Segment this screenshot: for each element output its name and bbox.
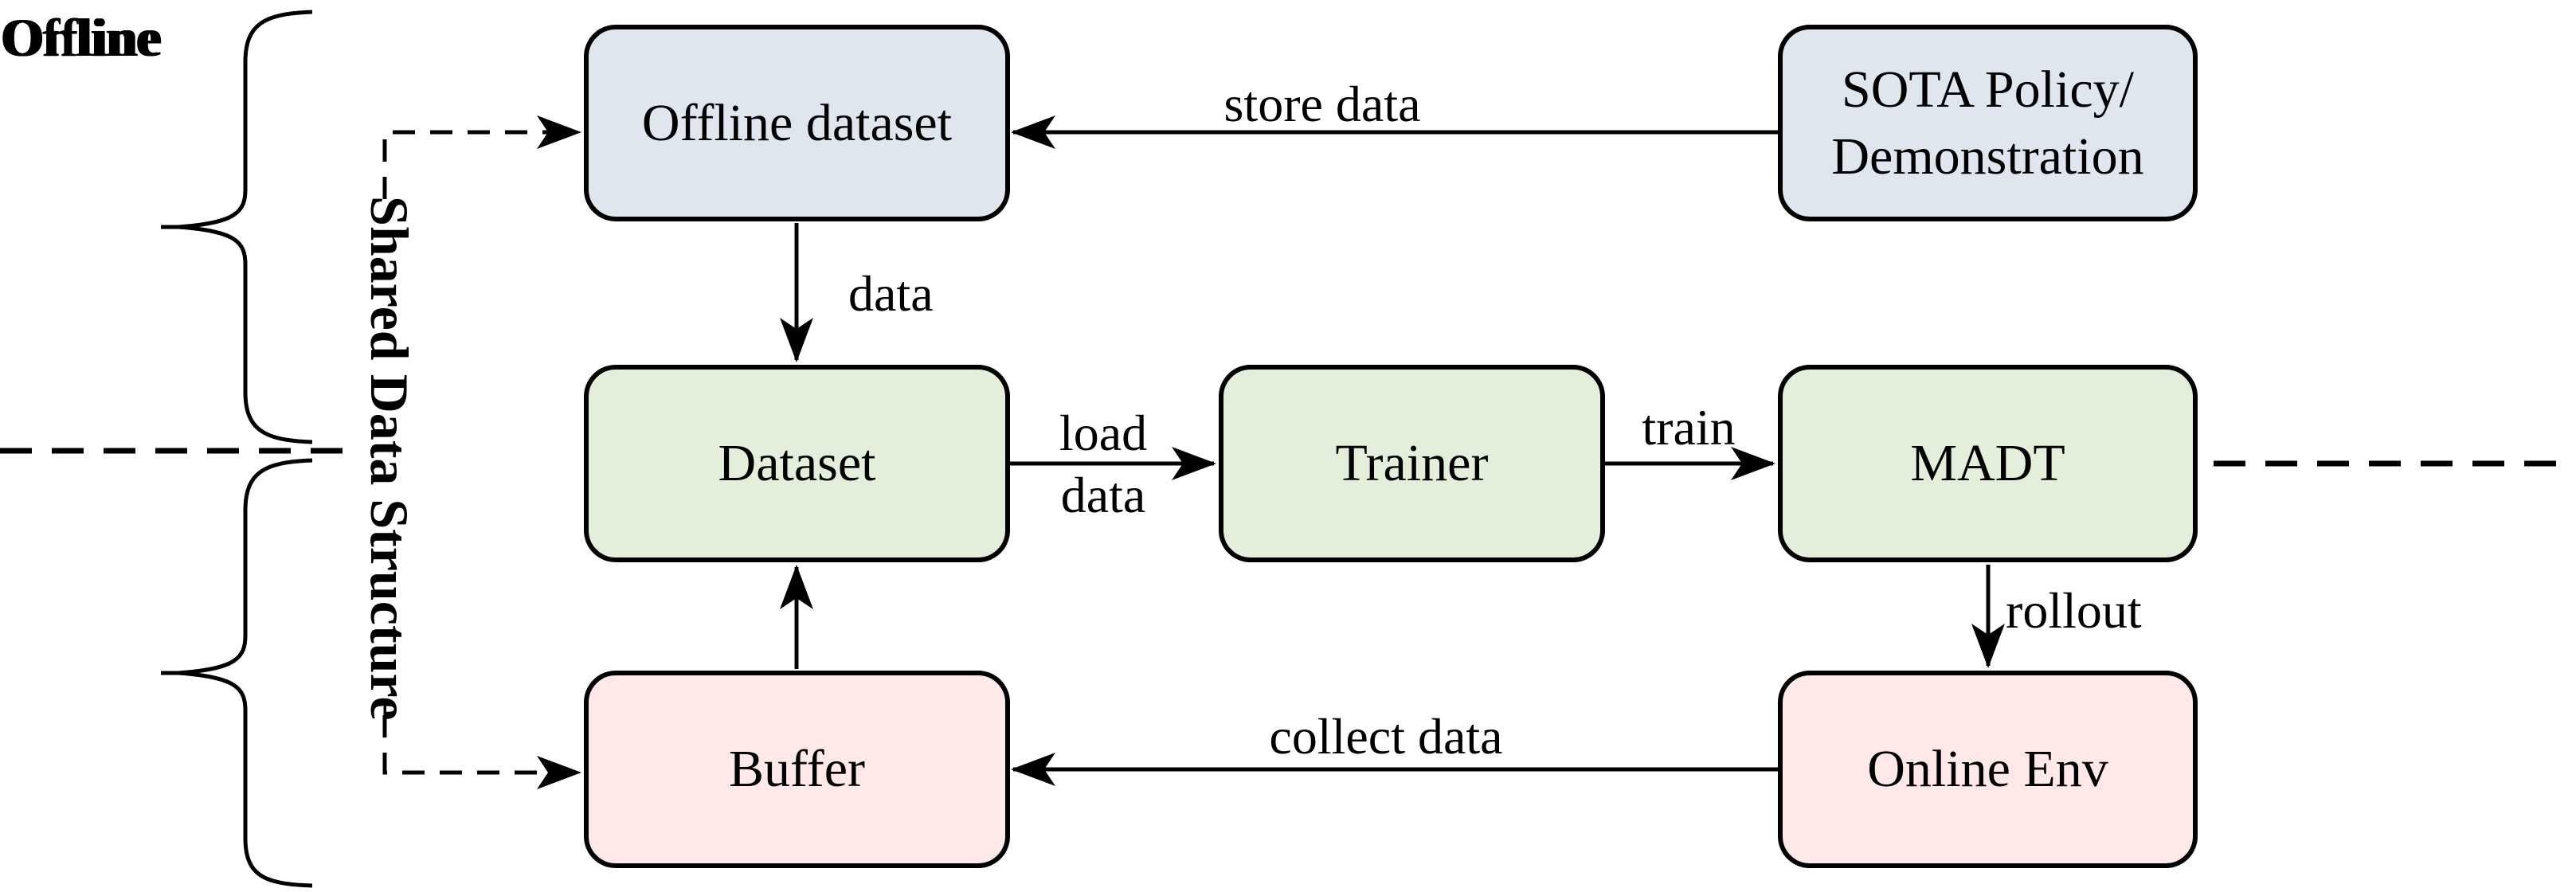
brace-online — [178, 458, 313, 888]
box-online-env-label: Online Env — [1867, 740, 2108, 798]
dashed-connector-to-buffer — [382, 715, 581, 789]
shared-data-structure-label: Shared Data Structure — [359, 196, 420, 721]
box-sota-policy-label: SOTA Policy/ Demonstration — [1831, 57, 2143, 190]
edge-label-rollout: rollout — [2006, 582, 2142, 639]
box-dataset: Dataset — [584, 365, 1010, 562]
box-online-env: Online Env — [1778, 671, 2198, 868]
edge-label-train: train — [1642, 399, 1736, 456]
edge-label-data: data — [848, 265, 934, 322]
dashed-connector-to-offline-dataset — [382, 115, 581, 199]
box-offline-dataset-label: Offline dataset — [641, 93, 953, 152]
box-sota-policy-label-line1: SOTA Policy/ — [1842, 60, 2134, 119]
box-sota-policy: SOTA Policy/ Demonstration — [1778, 25, 2198, 221]
edge-label-store-data: store data — [1223, 76, 1421, 132]
box-buffer: Buffer — [584, 671, 1010, 868]
edge-label-collect-data: collect data — [1269, 708, 1503, 765]
edge-label-load-data-line2: data — [1060, 467, 1146, 523]
box-trainer-label: Trainer — [1335, 434, 1489, 492]
box-madt: MADT — [1778, 365, 2198, 562]
box-offline-dataset: Offline dataset — [584, 25, 1010, 221]
box-sota-policy-label-line2: Demonstration — [1831, 127, 2144, 186]
edge-label-load-data: load data — [1039, 402, 1167, 526]
box-madt-label: MADT — [1910, 434, 2065, 492]
brace-offline — [178, 10, 313, 444]
box-buffer-label: Buffer — [728, 740, 866, 798]
edge-label-load-data-line1: load — [1059, 405, 1148, 461]
offline-section-label: Offline — [0, 7, 162, 68]
box-dataset-label: Dataset — [718, 434, 876, 492]
box-trainer: Trainer — [1219, 365, 1605, 562]
online-section-label: Online — [2, 7, 160, 68]
